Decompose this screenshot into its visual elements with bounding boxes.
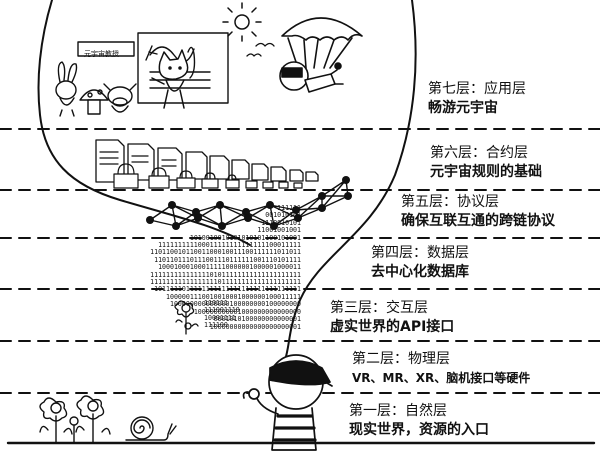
layer-title: 第四层：数据层 bbox=[371, 245, 469, 261]
layer-desc: 确保互联互通的跨链协议 bbox=[401, 213, 555, 229]
flower-icons-small bbox=[174, 300, 199, 335]
layer-separators bbox=[0, 128, 600, 394]
mushroom-student bbox=[79, 89, 109, 115]
cow-student bbox=[103, 83, 137, 113]
binary-row: 100000000000000100000000100000000 bbox=[169, 300, 301, 309]
layer-desc: 现实世界，资源的入口 bbox=[349, 422, 489, 438]
binary-row: 10001111 bbox=[204, 313, 236, 322]
parachute-icon bbox=[281, 17, 363, 69]
layer-desc: VR、MR、XR、脑机接口等硬件 bbox=[352, 371, 531, 385]
layer-desc: 元宇宙规则的基础 bbox=[430, 164, 542, 180]
flying-vr-person bbox=[279, 61, 344, 93]
snail-icon bbox=[125, 416, 177, 441]
binary-row: 0001010100000000000001 bbox=[213, 315, 301, 324]
binary-row: 1000001110010010001000000100011111 bbox=[166, 292, 301, 301]
flower-icons-ground bbox=[39, 395, 111, 444]
binary-row: 11011001011001100010011100111111011011 bbox=[150, 248, 301, 257]
binary-row: 111100 bbox=[204, 321, 228, 330]
binary-row: 100000000001000000000000000 bbox=[193, 307, 301, 316]
funnel-outline-left bbox=[37, 0, 251, 246]
layer-label-protocol: 第五层：协议层 确保互联互通的跨链协议 bbox=[401, 193, 555, 231]
binary-row: 1110010101 bbox=[261, 218, 301, 227]
layer-title: 第二层：物理层 bbox=[352, 351, 450, 367]
sun-icon bbox=[222, 2, 262, 42]
binary-row: 110111 bbox=[204, 299, 228, 307]
funnel-outline-right bbox=[284, 0, 417, 361]
layer-desc: 畅游元宇宙 bbox=[428, 100, 498, 116]
binary-row: 100010001000111110000001000001000011 bbox=[158, 263, 301, 272]
blockchain-network bbox=[146, 176, 352, 230]
layer-desc: 虚实世界的API接口 bbox=[330, 319, 455, 335]
layer-label-data: 第四层：数据层 去中心化数据库 bbox=[371, 244, 469, 282]
binary-row: 111001110 bbox=[204, 306, 240, 315]
layer-title: 第六层：合约层 bbox=[430, 145, 528, 161]
layer-label-application: 第七层：应用层 畅游元宇宙 bbox=[428, 80, 526, 118]
contract-documents bbox=[95, 139, 319, 183]
layer-title: 第一层：自然层 bbox=[349, 403, 447, 419]
binary-row: 11001001001 bbox=[257, 226, 301, 235]
whiteboard-sign: 元宇宙教授 bbox=[84, 50, 119, 58]
cat-teacher bbox=[151, 49, 189, 109]
layer-label-contract: 第六层：合约层 元宇宙规则的基础 bbox=[430, 144, 542, 182]
binary-row: 001010101 bbox=[265, 211, 301, 220]
padlock-icons bbox=[113, 163, 303, 189]
layer-label-natural: 第一层：自然层 现实世界，资源的入口 bbox=[349, 402, 489, 440]
vr-child-figure bbox=[242, 354, 333, 451]
layer-title: 第五层：协议层 bbox=[401, 194, 499, 210]
layer-title: 第三层：交互层 bbox=[330, 300, 428, 316]
binary-row: 111111111100011111111111111100011111 bbox=[158, 241, 301, 250]
binary-row: 11111111111111111011111111111111111111 bbox=[150, 278, 301, 287]
layer-label-physical: 第二层：物理层 VR、MR、XR、脑机接口等硬件 bbox=[352, 350, 530, 388]
bunny-student bbox=[55, 61, 78, 117]
binary-row: 1011111011111111111111111111111111111 bbox=[154, 285, 301, 294]
layer-label-interaction: 第三层：交互层 虚实世界的API接口 bbox=[330, 299, 454, 337]
layer-desc: 去中心化数据库 bbox=[371, 264, 469, 280]
binary-row: 11111111111111101011111111111111111111 bbox=[150, 270, 301, 279]
binary-row: 10000000000000000000001 bbox=[209, 322, 301, 331]
binary-row: 1101101110111001110111111001110101111 bbox=[154, 255, 301, 264]
binary-row: 111111 bbox=[277, 204, 301, 212]
bird-icon bbox=[246, 42, 275, 57]
layer-title: 第七层：应用层 bbox=[428, 81, 526, 97]
binary-row: 1010010010101010101100101001 bbox=[189, 233, 301, 242]
